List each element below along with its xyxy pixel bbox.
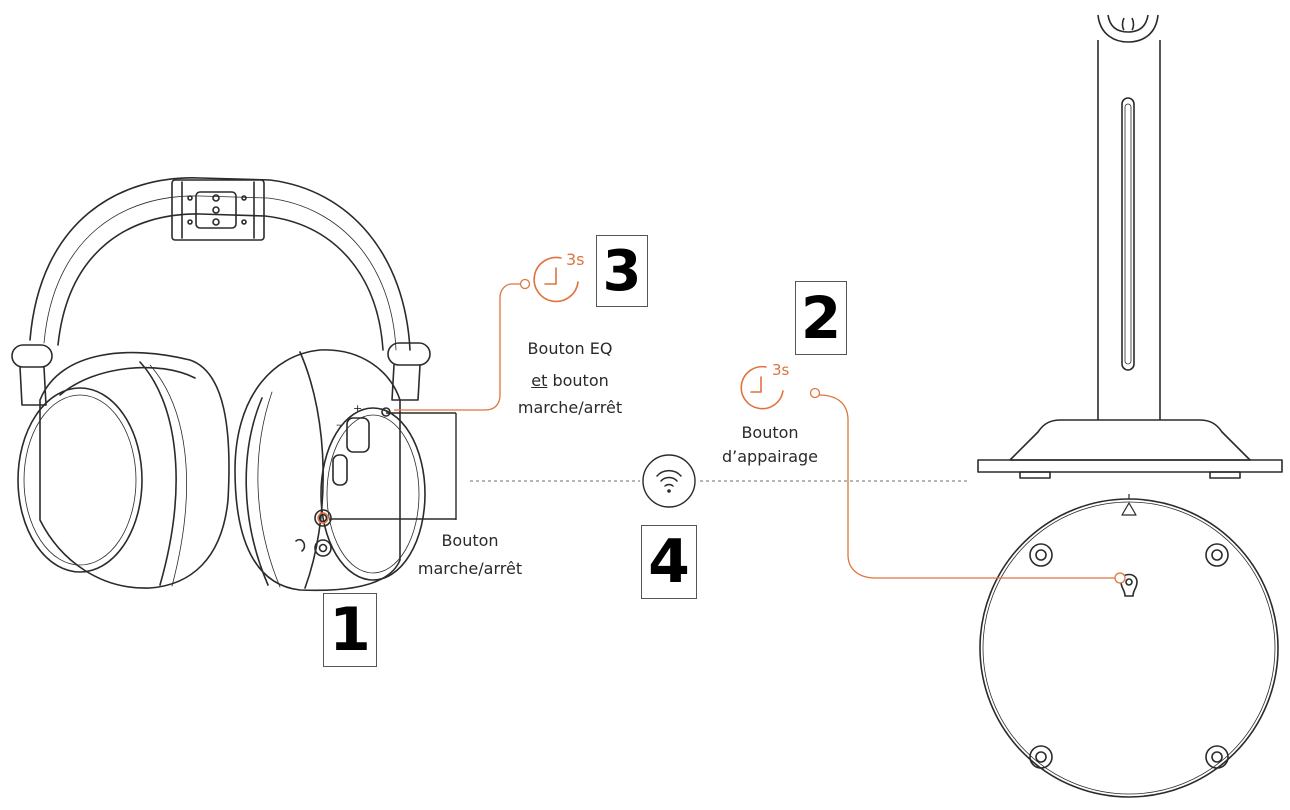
eq-label-button: bouton: [547, 371, 609, 391]
eq-label-line2: et bouton: [490, 372, 650, 390]
timer-icon: [740, 365, 784, 410]
pairing-label-line2: d’appairage: [722, 447, 818, 467]
step-number-4: 4: [641, 525, 697, 599]
timer-icon: [533, 256, 579, 303]
svg-text:+: +: [353, 402, 362, 415]
step-number-3: 3: [596, 235, 648, 307]
power-label: Bouton marche/arrêt: [395, 531, 545, 579]
wireless-icon: [642, 454, 696, 508]
eq-label-line1: Bouton EQ: [527, 339, 613, 358]
timer-label-stand: 3s: [772, 361, 790, 379]
connector-lines: [317, 278, 1126, 584]
power-label-line2: marche/arrêt: [417, 559, 523, 579]
eq-label-line3: marche/arrêt: [517, 397, 623, 417]
headphones-illustration: + –: [11, 177, 431, 592]
svg-text:–: –: [336, 418, 342, 431]
pairing-label: Bouton d’appairage: [705, 423, 835, 467]
eq-power-label: Bouton EQ et bouton marche/arrêt: [490, 339, 650, 417]
pairing-label-line1: Bouton: [741, 423, 799, 442]
step-number-2: 2: [795, 281, 847, 355]
step-number-1: 1: [323, 593, 377, 667]
stand-illustration: [977, 14, 1283, 798]
timer-label-headphone: 3s: [566, 250, 585, 269]
power-label-line1: Bouton: [441, 531, 499, 550]
eq-label-and: et: [531, 371, 548, 391]
